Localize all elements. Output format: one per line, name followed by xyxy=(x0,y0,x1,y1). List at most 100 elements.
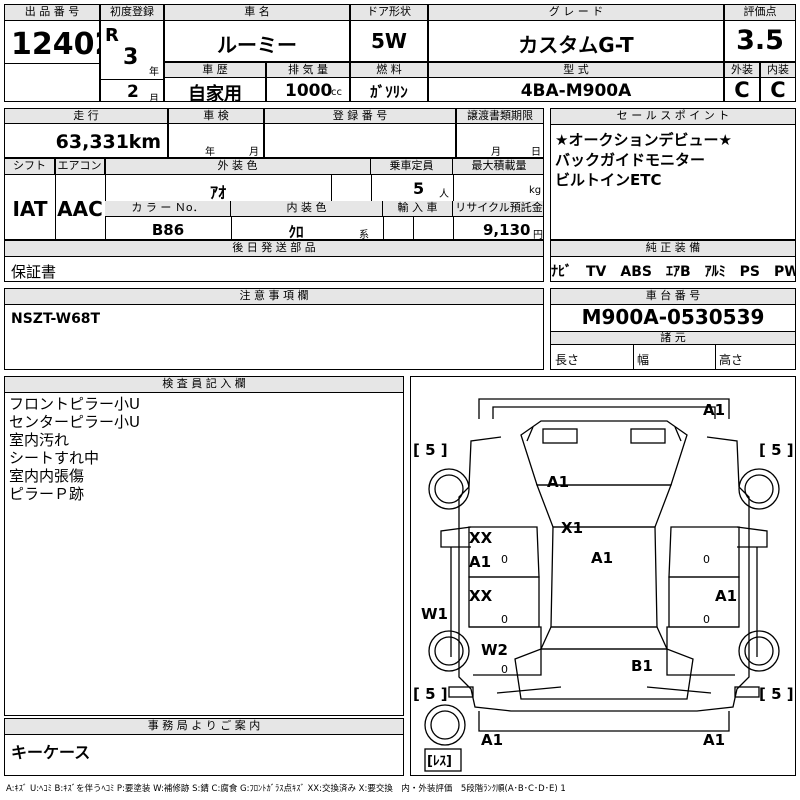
inspector-note: センターピラー小U xyxy=(9,413,140,431)
mark-rear-right: A1 xyxy=(703,731,725,749)
mark-windshield: X1 xyxy=(561,519,583,537)
trunk-outline xyxy=(514,648,694,700)
door-cell: ドア形状 5W xyxy=(350,4,428,62)
chassis-cell: 車 台 番 号 M900A-0530539 諸 元 長さ 幅 高さ xyxy=(550,288,796,370)
genuine-equipment-cell: 純 正 装 備 ﾅﾋﾞ TV ABS ｴｱB ｱﾙﾐ PS PW xyxy=(550,240,796,282)
inspector-note: 室内汚れ xyxy=(9,431,70,449)
registration-era: R xyxy=(105,25,119,46)
shift-type: IAT xyxy=(12,197,48,221)
tire-fl xyxy=(428,468,470,510)
inspector-notes: フロントピラー小U センターピラー小U 室内汚れ シートすれ中 室内内張傷 ピラ… xyxy=(9,395,140,503)
svg-text:0: 0 xyxy=(501,613,508,626)
lot-number-label: 出 品 番 号 xyxy=(5,5,99,21)
inspector-note: フロントピラー小U xyxy=(9,395,140,413)
grade: カスタムG-T xyxy=(518,33,634,57)
later-parts: 保証書 xyxy=(11,263,57,281)
displacement-cell: 排 気 量 1000 cc xyxy=(266,62,350,102)
vehicle-history: 自家用 xyxy=(188,84,242,102)
tire-rr xyxy=(738,630,780,672)
sales-point-line: ビルトインETC xyxy=(555,171,662,189)
tire-fr xyxy=(738,468,780,510)
score: 3.5 xyxy=(736,25,784,56)
mark-hood: A1 xyxy=(547,473,569,491)
svg-text:0: 0 xyxy=(501,553,508,566)
exterior-color: ｱｵ xyxy=(209,183,226,202)
svg-text:0: 0 xyxy=(501,663,508,676)
later-parts-cell: 後 日 発 送 部 品 保証書 xyxy=(4,240,544,282)
registration-number-cell: 登 録 番 号 xyxy=(264,108,456,158)
transfer-deadline-cell: 譲渡書類期限 月 日 xyxy=(456,108,544,158)
first-registration-label: 初度登録 xyxy=(101,5,163,21)
mark-left-front-fender-2: A1 xyxy=(469,553,491,571)
mark-trunk: B1 xyxy=(631,657,653,675)
mark-front-bumper: A1 xyxy=(703,401,725,419)
roof-outline xyxy=(550,526,658,628)
color-number: B86 xyxy=(151,221,185,239)
mark-right-rear-door: A1 xyxy=(715,587,737,605)
registration-year: 3 xyxy=(123,45,139,70)
grade-cell: グ レ ー ド カスタムG-T xyxy=(428,4,724,62)
interior-color: ｸﾛ xyxy=(288,223,304,240)
mark-left-front-fender-1: XX xyxy=(469,529,493,547)
inspector-note: 室内内張傷 xyxy=(9,467,85,485)
sales-point-line: バックガイドモニター xyxy=(555,151,706,169)
notes: NSZT-W68T xyxy=(11,311,101,327)
windshield-outline xyxy=(536,484,672,528)
exterior-grade-cell: 外装 C xyxy=(724,62,760,102)
genuine-equipment: ﾅﾋﾞ TV ABS ｴｱB ｱﾙﾐ PS PW xyxy=(551,264,796,280)
spare-tire-mark: [ﾚｽ] xyxy=(427,754,452,769)
tire-rl xyxy=(428,630,470,672)
exterior-grade: C xyxy=(734,78,750,102)
model-cell: 型 式 4BA-M900A xyxy=(428,62,724,102)
car-name-cell: 車 名 ルーミー xyxy=(164,4,350,62)
office-guidance: キーケース xyxy=(11,743,91,762)
sales-point-cell: セ ー ル ス ポ イ ン ト ★オークションデビュー★ バックガイドモニター … xyxy=(550,108,796,240)
door-type: 5W xyxy=(371,29,407,53)
car-name: ルーミー xyxy=(217,33,297,57)
fuel: ｶﾞｿﾘﾝ xyxy=(370,83,408,101)
first-registration-cell: 初度登録 R 3 年 2 月 xyxy=(100,4,164,102)
body-outline xyxy=(458,436,750,712)
interior-grade: C xyxy=(770,78,786,102)
lot-number-cell: 出 品 番 号 12402 xyxy=(4,4,100,102)
mark-left-sill: W1 xyxy=(421,605,448,623)
fuel-cell: 燃 料 ｶﾞｿﾘﾝ xyxy=(350,62,428,102)
svg-text:0: 0 xyxy=(703,613,710,626)
lot-number: 12402 xyxy=(11,27,99,62)
recycle-deposit: 9,130 xyxy=(483,221,531,239)
office-guidance-cell: 事 務 局 よ り ご 案 内 キーケース xyxy=(4,718,404,776)
mark-left-rear-door: XX xyxy=(469,587,493,605)
mark-left-rear-quarter: W2 xyxy=(481,641,508,659)
svg-text:0: 0 xyxy=(703,553,710,566)
tire-fr-tread: [ 5 ] xyxy=(759,441,794,459)
score-cell: 評価点 3.5 xyxy=(724,4,796,62)
model-code: 4BA-M900A xyxy=(520,81,632,101)
registration-month: 2 xyxy=(127,82,139,102)
spec-grid: シフト エアコン 外 装 色 乗車定員 最大積載量 IAT AAC ｱｵ 5 人… xyxy=(4,158,544,240)
mileage-cell: 走 行 63,331 km xyxy=(4,108,168,158)
capacity: 5 xyxy=(413,179,425,198)
damage-diagram: A1 A1 X1 A1 XX A1 XX W1 W2 A1 B1 A1 A1 [… xyxy=(410,376,796,776)
sales-point-list: ★オークションデビュー★ バックガイドモニター ビルトインETC xyxy=(555,131,732,189)
tire-rr-tread: [ 5 ] xyxy=(759,685,794,703)
tire-fl-tread: [ 5 ] xyxy=(413,441,448,459)
chassis-number: M900A-0530539 xyxy=(581,305,765,329)
inspector-note: シートすれ中 xyxy=(9,449,100,467)
mark-roof: A1 xyxy=(591,549,613,567)
interior-grade-cell: 内装 C xyxy=(760,62,796,102)
mileage: 63,331 xyxy=(55,131,129,153)
front-bumper-outline xyxy=(478,398,730,419)
hood-outline xyxy=(520,420,688,486)
notes-cell: 注 意 事 項 欄 NSZT-W68T xyxy=(4,288,544,370)
history-cell: 車 歴 自家用 xyxy=(164,62,266,102)
tire-rl-tread: [ 5 ] xyxy=(413,685,448,703)
damage-legend: A:ｷｽﾞ U:ﾍｺﾐ B:ｷｽﾞを伴うﾍｺﾐ P:要塗装 W:補修跡 S:錆 … xyxy=(6,784,566,794)
sales-point-line: ★オークションデビュー★ xyxy=(555,131,732,149)
mark-rear-left: A1 xyxy=(481,731,503,749)
car-outline: A1 A1 X1 A1 XX A1 XX W1 W2 A1 B1 A1 A1 [… xyxy=(413,398,794,772)
inspection-cell: 車 検 年 月 xyxy=(168,108,264,158)
displacement: 1000 xyxy=(285,81,333,101)
aircon-type: AAC xyxy=(57,197,103,221)
inspector-note: ピラーＰ跡 xyxy=(9,485,85,503)
inspector-notes-cell: 検 査 員 記 入 欄 フロントピラー小U センターピラー小U 室内汚れ シート… xyxy=(4,376,404,716)
